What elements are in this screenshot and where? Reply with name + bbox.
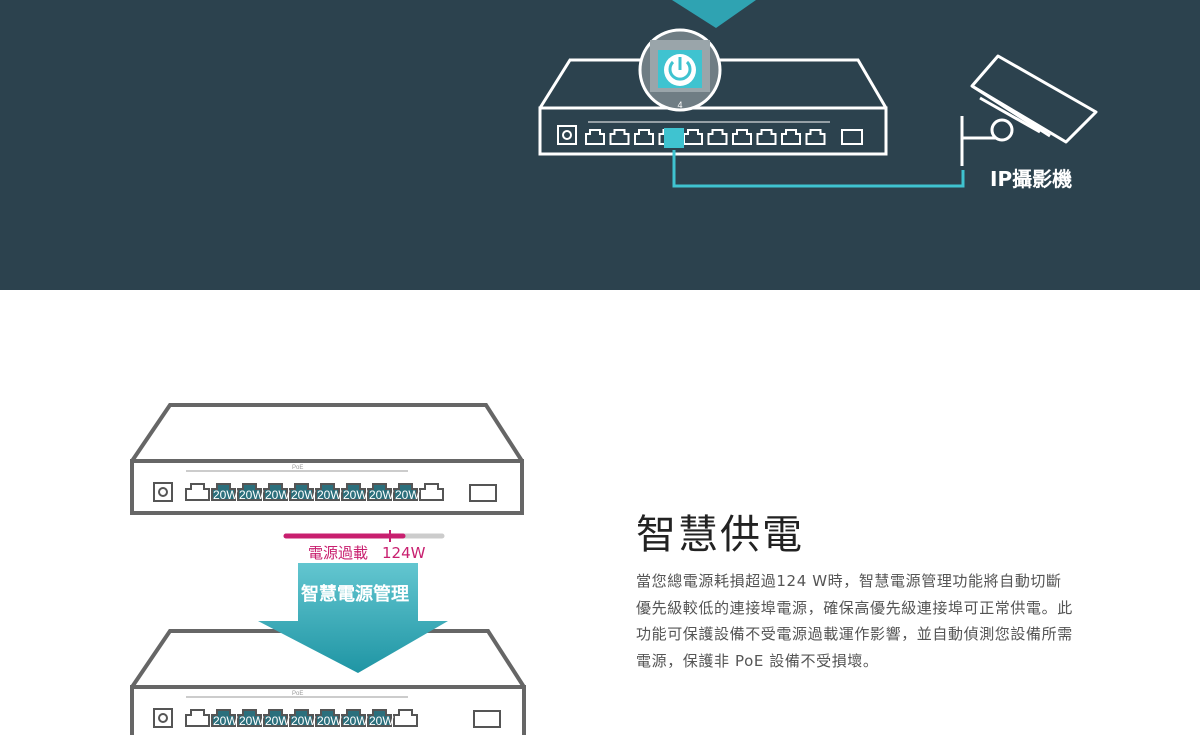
port-power-label: 20W	[265, 488, 290, 502]
rj45-port-icon	[211, 709, 236, 727]
rj45-port-icon	[237, 709, 262, 727]
port-power-label: 20W	[395, 488, 420, 502]
rj45-port-icon	[263, 709, 288, 727]
port-power-label: 20W	[343, 714, 368, 728]
rj45-port-icon	[341, 709, 366, 727]
port-power-label: 20W	[213, 488, 238, 502]
rj45-port-icon	[367, 483, 392, 501]
rj45-port-icon	[289, 483, 314, 501]
rj45-port-icon	[263, 483, 288, 501]
overload-value: 124W	[382, 544, 426, 562]
poe-label-lower: PoE	[292, 691, 303, 697]
port-power-label: 20W	[239, 714, 264, 728]
active-port	[664, 128, 684, 148]
feature-description: 當您總電源耗損超過124 W時，智慧電源管理功能將自動切斷優先級較低的連接埠電源…	[636, 572, 1073, 670]
port-number: 4	[677, 100, 682, 110]
port-power-label: 20W	[369, 488, 394, 502]
rj45-port-icon	[781, 129, 801, 145]
rj45-port-icon	[315, 483, 340, 501]
overload-bar	[283, 530, 445, 542]
rj45-port-icon	[185, 483, 210, 501]
smart-power-label: 智慧電源管理	[301, 584, 409, 605]
port-power-label: 20W	[343, 488, 368, 502]
rj45-port-icon	[185, 709, 210, 727]
port-power-label: 20W	[291, 488, 316, 502]
port-power-label: 20W	[317, 488, 342, 502]
poe-label-upper: PoE	[292, 465, 303, 471]
rj45-port-icon	[609, 129, 630, 145]
rj45-port-icon	[707, 129, 728, 145]
rj45-port-icon	[756, 129, 777, 145]
overload-label: 電源過載 124W	[308, 542, 425, 563]
feature-title: 智慧供電	[636, 512, 804, 558]
rj45-port-icon	[289, 709, 314, 727]
rj45-port-icon	[341, 483, 366, 501]
ip-camera-label: IP攝影機	[990, 167, 1073, 191]
security-camera-icon	[960, 54, 1098, 166]
poe-camera-illustration: 4	[538, 0, 1098, 188]
rj45-port-icon	[732, 129, 752, 145]
port-power-label: 20W	[291, 714, 316, 728]
port-power-label: 20W	[369, 714, 394, 728]
ethernet-cable	[672, 150, 965, 188]
rj45-port-icon	[367, 709, 392, 727]
smart-power-arrow	[258, 563, 448, 673]
rj45-port-icon	[419, 483, 444, 501]
rj45-port-icon	[393, 483, 418, 501]
rj45-port-icon	[634, 129, 654, 145]
overload-text: 電源過載	[308, 544, 369, 562]
arrow-down-icon	[672, 0, 756, 28]
rj45-port-icon	[393, 709, 418, 727]
rj45-port-icon	[315, 709, 340, 727]
port-zoom: 4	[638, 28, 722, 112]
port-power-label: 20W	[239, 488, 264, 502]
rj45-port-icon	[585, 129, 605, 145]
rj45-port-icon	[237, 483, 262, 501]
rj45-port-icon	[211, 483, 236, 501]
rj45-port-icon	[683, 129, 703, 145]
rj45-port-icon	[805, 129, 826, 145]
port-power-label: 20W	[265, 714, 290, 728]
port-power-label: 20W	[213, 714, 238, 728]
port-power-label: 20W	[317, 714, 342, 728]
power-icon	[664, 54, 696, 86]
